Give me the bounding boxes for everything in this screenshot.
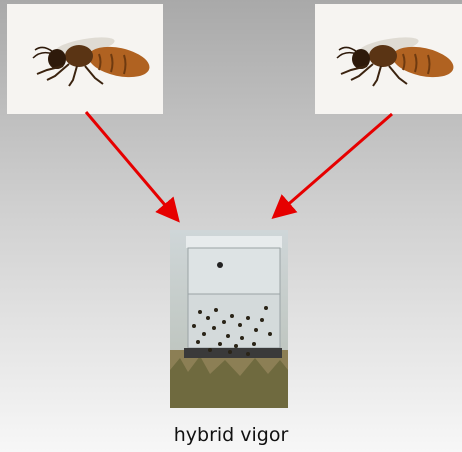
beehive-photo (170, 230, 288, 408)
arrow-right-to-hive (276, 114, 392, 215)
arrow-left-to-hive (86, 112, 176, 218)
caption-text: hybrid vigor (0, 423, 462, 447)
